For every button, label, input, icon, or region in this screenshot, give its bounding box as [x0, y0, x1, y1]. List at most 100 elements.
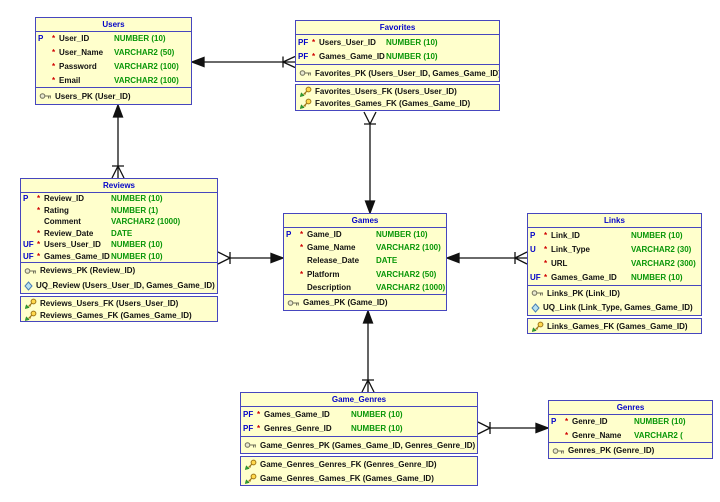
- attribute-name: Genres_Genre_ID: [264, 424, 332, 434]
- primary-key-icon: [39, 93, 52, 99]
- required-marker: *: [300, 230, 304, 240]
- key-row: Genres_PK (Genre_ID): [549, 445, 712, 457]
- key-flag: UF: [23, 251, 34, 261]
- relationship-gamegenres-games[interactable]: [361, 309, 375, 393]
- key-flag: UF: [23, 240, 34, 250]
- attribute-name: Rating: [44, 205, 69, 215]
- primary-key-icon: [24, 267, 37, 274]
- attribute-type: NUMBER (10): [111, 251, 163, 261]
- attribute-name: Game_Name: [307, 243, 356, 253]
- attribute-name: Games_Game_ID: [44, 251, 110, 261]
- attribute-type: NUMBER (10): [631, 230, 683, 240]
- required-marker: *: [312, 52, 316, 62]
- attribute-name: Release_Date: [307, 256, 360, 266]
- attribute-type: VARCHAR2 (1000): [111, 217, 181, 227]
- required-marker: *: [544, 244, 548, 254]
- foreign-key-icon: [244, 473, 257, 484]
- required-marker: *: [544, 230, 548, 240]
- key-flag: PF: [298, 37, 309, 47]
- attribute-type: VARCHAR2 (1000): [376, 282, 446, 292]
- foreign-key-icon: [299, 86, 312, 97]
- relationship-reviews-users[interactable]: [111, 103, 125, 179]
- unique-key-icon: [24, 281, 33, 290]
- attribute-type: DATE: [376, 256, 398, 266]
- relationship-favorites-users[interactable]: [190, 55, 296, 69]
- attribute-type: NUMBER (10): [386, 52, 438, 62]
- attribute-name: Password: [59, 61, 97, 71]
- entity-links-fk-section[interactable]: Links_Games_FK (Games_Game_ID): [527, 318, 702, 334]
- entity-reviews-fk-section[interactable]: Reviews_Users_FK (Users_User_ID) Reviews…: [20, 296, 218, 322]
- key-flag: P: [23, 194, 29, 204]
- key-section: Users_PK (User_ID): [36, 88, 191, 104]
- key-row: Games_PK (Game_ID): [284, 297, 446, 309]
- required-marker: *: [565, 430, 569, 440]
- key-flag: PF: [243, 409, 254, 419]
- key-flag: PF: [298, 52, 309, 62]
- attribute-name: User_Name: [59, 48, 104, 58]
- attribute-type: DATE: [111, 228, 133, 238]
- entity-favorites-fk-section[interactable]: Favorites_Users_FK (Users_User_ID) Favor…: [295, 84, 500, 111]
- key-flag: U: [530, 244, 536, 254]
- required-marker: *: [37, 194, 41, 204]
- foreign-key-row: Reviews_Games_FK (Games_Game_ID): [21, 309, 217, 321]
- foreign-key-row: Links_Games_FK (Games_Game_ID): [528, 320, 701, 332]
- key-flag: P: [530, 230, 536, 240]
- relationship-links-games[interactable]: [445, 251, 528, 265]
- attribute-type: NUMBER (1): [111, 205, 159, 215]
- entity-title: Favorites: [296, 21, 499, 35]
- key-row: Favorites_PK (Users_User_ID, Games_Game_…: [296, 67, 499, 79]
- required-marker: *: [257, 409, 261, 419]
- primary-key-icon: [287, 299, 300, 306]
- relationship-favorites-games[interactable]: [363, 111, 377, 215]
- attribute-name: Review_ID: [44, 194, 85, 204]
- attribute-row: Release_Date DATE: [284, 255, 446, 266]
- primary-key-icon: [552, 447, 565, 454]
- attribute-name: User_ID: [59, 34, 90, 44]
- key-section: Games_PK (Game_ID): [284, 295, 446, 310]
- key-row: Users_PK (User_ID): [36, 90, 191, 102]
- attribute-name: Users_User_ID: [44, 240, 101, 250]
- foreign-key-label: Links_Games_FK (Games_Game_ID): [547, 321, 688, 331]
- foreign-key-label: Reviews_Games_FK (Games_Game_ID): [40, 310, 192, 320]
- attribute-name: URL: [551, 259, 568, 269]
- attribute-name: Comment: [44, 217, 81, 227]
- foreign-key-row: Favorites_Games_FK (Games_Game_ID): [296, 98, 499, 110]
- relationship-gamegenres-genres[interactable]: [477, 421, 550, 435]
- key-label: Links_PK (Link_ID): [547, 288, 620, 298]
- key-flag: P: [286, 230, 292, 240]
- key-row: UQ_Link (Link_Type, Games_Game_ID): [528, 302, 701, 314]
- relationship-reviews-games[interactable]: [217, 251, 285, 265]
- attribute-type: NUMBER (10): [351, 424, 403, 434]
- attribute-type: NUMBER (10): [114, 34, 166, 44]
- attribute-type: NUMBER (10): [634, 417, 686, 427]
- attribute-name: Review_Date: [44, 228, 94, 238]
- attribute-name: Game_ID: [307, 230, 342, 240]
- required-marker: *: [52, 34, 56, 44]
- attribute-row: Comment VARCHAR2 (1000): [21, 216, 217, 227]
- required-marker: *: [544, 273, 548, 283]
- key-row: UQ_Review (Users_User_ID, Games_Game_ID): [21, 280, 217, 292]
- key-label: Favorites_PK (Users_User_ID, Games_Game_…: [315, 68, 499, 78]
- primary-key-icon: [244, 442, 257, 448]
- entity-game-genres-fk-section[interactable]: Game_Genres_Genres_FK (Genres_Genre_ID) …: [240, 456, 478, 486]
- primary-key-icon: [531, 290, 544, 297]
